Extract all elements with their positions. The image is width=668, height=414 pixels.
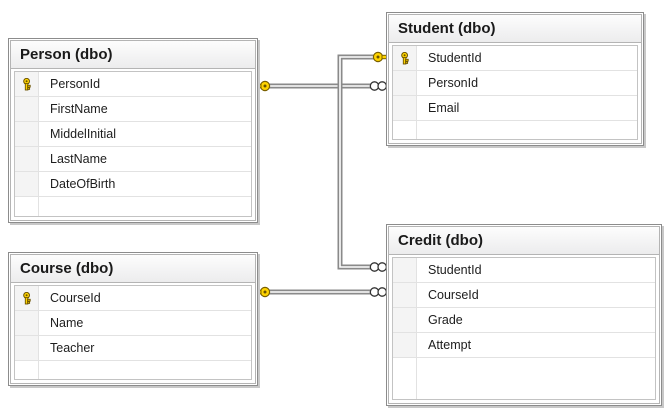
key-cell-empty [15,122,39,146]
key-cell-empty [393,283,417,307]
infinity-icon [369,81,388,91]
table-row[interactable]: Attempt [393,333,655,358]
table-row-empty[interactable] [393,121,637,140]
column-grid[interactable]: PersonId FirstName MiddelInitial LastNam… [14,71,252,217]
table-row[interactable]: StudentId [393,258,655,283]
column-name: PersonId [50,77,101,91]
table-row[interactable]: Email [393,96,637,121]
table-row[interactable]: LastName [15,147,251,172]
key-cell-empty [393,121,417,139]
key-cell-empty [393,71,417,95]
column-name: PersonId [428,76,479,90]
table-row-empty[interactable] [15,197,251,217]
key-cell-empty [393,308,417,332]
key-cell-empty [393,358,417,399]
column-name: Grade [428,313,463,327]
key-cell-empty [15,147,39,171]
column-grid[interactable]: StudentId CourseId Grade Attempt [392,257,656,400]
column-name: Attempt [428,338,472,352]
key-cell-empty [15,361,39,379]
column-name: MiddelInitial [50,127,117,141]
table-row-empty[interactable] [393,358,655,400]
infinity-icon [369,262,388,272]
table-title: Credit (dbo) [389,227,659,255]
table-row[interactable]: DateOfBirth [15,172,251,197]
column-name: CourseId [428,288,479,302]
column-name: Teacher [50,341,95,355]
column-name: StudentId [428,263,482,277]
column-name: Name [50,316,84,330]
column-name: DateOfBirth [50,177,116,191]
key-icon [22,291,31,304]
table-row[interactable]: PersonId [393,71,637,96]
table-credit[interactable]: Credit (dbo) StudentId CourseId Grade At… [386,224,662,406]
key-cell-empty [15,172,39,196]
column-name: LastName [50,152,107,166]
table-title: Person (dbo) [11,41,255,69]
column-name: StudentId [428,51,482,65]
table-row[interactable]: Grade [393,308,655,333]
table-row[interactable]: StudentId [393,46,637,71]
table-row-empty[interactable] [15,361,251,380]
key-cell-empty [393,333,417,357]
table-title: Course (dbo) [11,255,255,283]
key-cell-empty [393,258,417,282]
key-cell-empty [15,336,39,360]
table-row[interactable]: CourseId [15,286,251,311]
column-name: FirstName [50,102,108,116]
table-row[interactable]: Teacher [15,336,251,361]
key-icon [22,77,31,90]
infinity-icon [369,287,388,297]
table-row[interactable]: Name [15,311,251,336]
column-grid[interactable]: CourseId Name Teacher [14,285,252,380]
relationship-student-credit[interactable] [337,51,394,272]
table-row[interactable]: FirstName [15,97,251,122]
table-person[interactable]: Person (dbo) PersonId [8,38,258,223]
table-course[interactable]: Course (dbo) CourseId [8,252,258,386]
column-grid[interactable]: StudentId PersonId Email [392,45,638,140]
key-cell-empty [15,197,39,216]
primary-key-cell [393,46,417,70]
table-row[interactable]: CourseId [393,283,655,308]
relationship-course-credit[interactable] [249,286,388,298]
table-title: Student (dbo) [389,15,641,43]
key-cell-empty [15,97,39,121]
key-icon [400,51,409,64]
table-student[interactable]: Student (dbo) StudentId [386,12,644,146]
primary-key-cell [15,286,39,310]
primary-key-cell [15,72,39,96]
column-name: CourseId [50,291,101,305]
table-row[interactable]: PersonId [15,72,251,97]
relationship-person-student[interactable] [249,80,388,92]
key-cell-empty [15,311,39,335]
key-cell-empty [393,96,417,120]
column-name: Email [428,101,460,115]
table-row[interactable]: MiddelInitial [15,122,251,147]
